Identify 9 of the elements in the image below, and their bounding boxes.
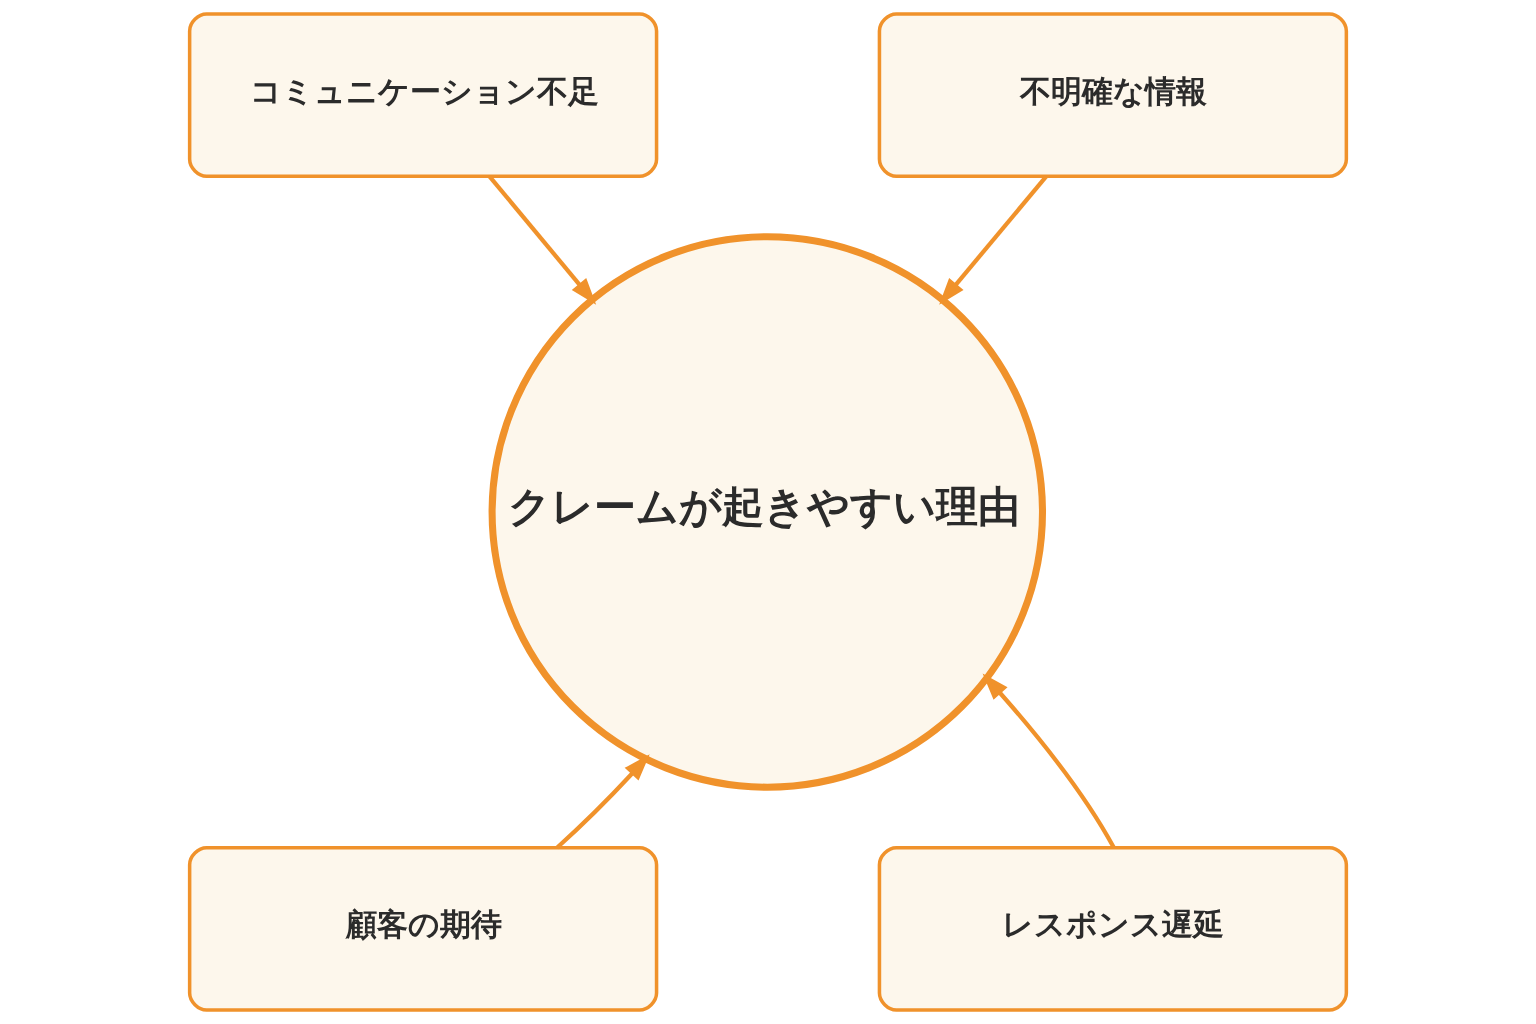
arrow (487, 175, 597, 305)
arrow (555, 754, 650, 850)
node-box: 顧客の期待 (187, 846, 659, 1012)
node-box: レスポンス遅延 (877, 846, 1349, 1012)
node-box: コミュニケーション不足 (187, 12, 659, 178)
node-box: 不明確な情報 (877, 12, 1349, 178)
arrow (982, 673, 1116, 849)
node-circle: クレームが起きやすい理由 (488, 233, 1046, 791)
arrow (939, 175, 1048, 305)
